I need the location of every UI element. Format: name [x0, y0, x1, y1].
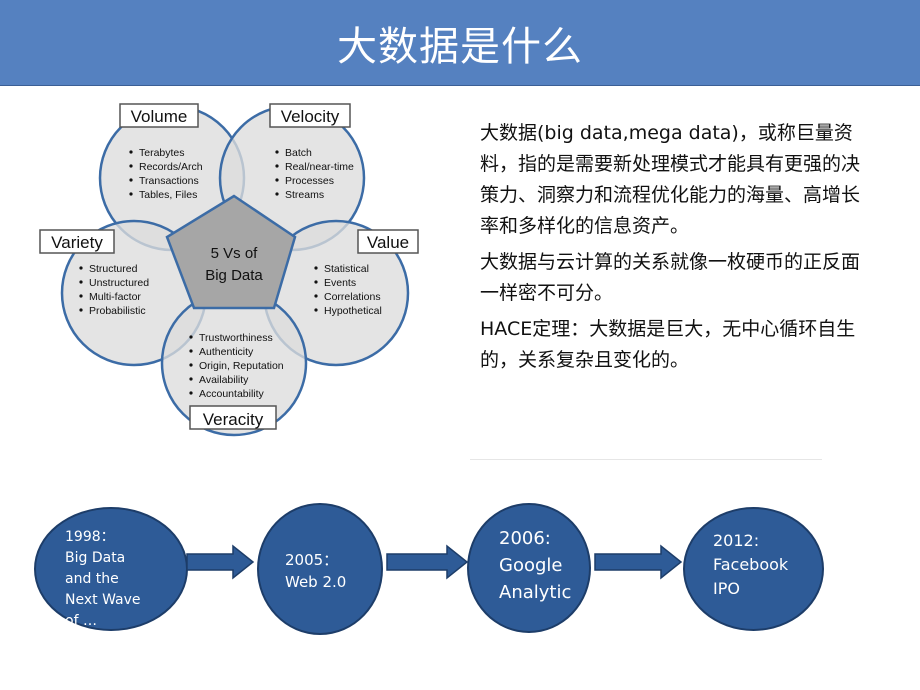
description-paragraph-1: 大数据(big data,mega data)，或称巨量资料，指的是需要新处理模…	[480, 122, 861, 237]
volume-item: Transactions	[139, 175, 199, 187]
veracity-item: Accountability	[199, 388, 265, 400]
timeline-text: 2012: Facebook IPO	[713, 531, 789, 598]
label-variety: Variety	[51, 233, 103, 252]
veracity-item: Trustworthiness	[199, 332, 273, 344]
description-paragraph-3: HACE定理：大数据是巨大，无中心循环自生的，关系复杂且变化的。	[480, 318, 856, 371]
divider-line	[470, 459, 822, 460]
value-item: Hypothetical	[324, 305, 382, 317]
description-text: 大数据(big data,mega data)，或称巨量资料，指的是需要新处理模…	[480, 118, 860, 381]
variety-item: Structured	[89, 263, 138, 275]
timeline-text: 2005： Web 2.0	[285, 551, 347, 591]
arrow-2	[386, 544, 469, 580]
arrow-1	[186, 544, 255, 580]
title-bar: 大数据是什么	[0, 0, 920, 86]
variety-item: Unstructured	[89, 277, 149, 289]
velocity-item: Streams	[285, 189, 324, 201]
veracity-item: Authenticity	[199, 346, 254, 358]
value-item: Correlations	[324, 291, 381, 303]
five-vs-svg: 5 Vs of Big Data Volume Velocity Variety…	[39, 103, 419, 437]
velocity-item: Processes	[285, 175, 334, 187]
timeline: 1998： Big Data and the Next Wave of … 20…	[0, 495, 920, 635]
label-velocity: Velocity	[281, 107, 340, 126]
velocity-item: Real/near-time	[285, 161, 354, 173]
label-value: Value	[367, 233, 409, 252]
timeline-node-2005: 2005： Web 2.0	[257, 503, 383, 635]
volume-item: Tables, Files	[139, 189, 197, 201]
veracity-item: Availability	[199, 374, 249, 386]
timeline-text: 2006: Google Analytic	[499, 528, 572, 603]
veracity-item: Origin, Reputation	[199, 360, 284, 372]
volume-item: Terabytes	[139, 147, 185, 159]
center-pentagon	[165, 194, 297, 310]
value-item: Statistical	[324, 263, 369, 275]
velocity-item: Batch	[285, 147, 312, 159]
variety-item: Multi-factor	[89, 291, 141, 303]
description-paragraph-2: 大数据与云计算的关系就像一枚硬币的正反面一样密不可分。	[480, 251, 861, 304]
volume-item: Records/Arch	[139, 161, 203, 173]
label-volume: Volume	[131, 107, 188, 126]
label-veracity: Veracity	[203, 410, 264, 429]
center-label-line2: Big Data	[205, 267, 263, 284]
timeline-node-2006: 2006: Google Analytic	[467, 503, 591, 633]
five-vs-diagram: 5 Vs of Big Data Volume Velocity Variety…	[30, 98, 430, 442]
center-label-line1: 5 Vs of	[211, 245, 259, 262]
arrow-3	[594, 544, 683, 580]
variety-item: Probabilistic	[89, 305, 146, 317]
timeline-text: 1998： Big Data and the Next Wave of …	[65, 529, 141, 629]
slide-title: 大数据是什么	[337, 23, 583, 70]
value-item: Events	[324, 277, 356, 289]
timeline-node-1998: 1998： Big Data and the Next Wave of …	[34, 507, 188, 631]
timeline-node-2012: 2012: Facebook IPO	[683, 507, 824, 631]
